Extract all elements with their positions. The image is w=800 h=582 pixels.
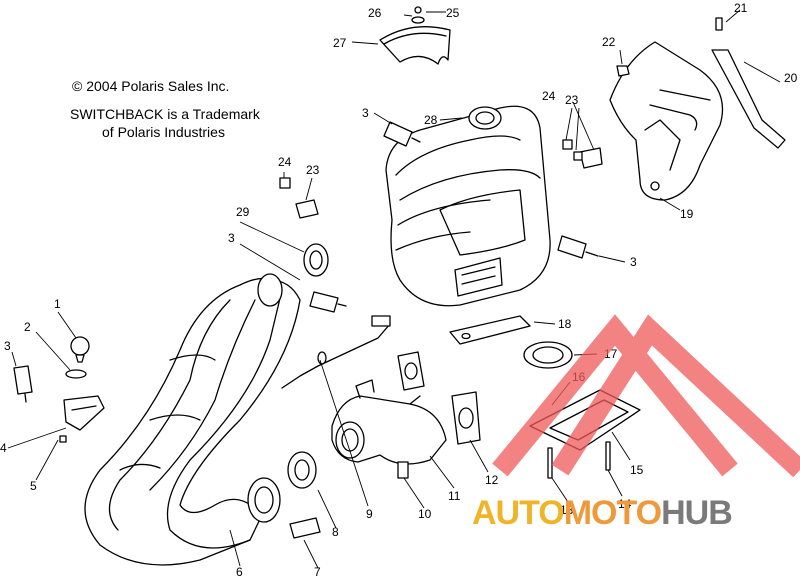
seal-ring-part-8 [287,451,317,489]
callout-2: 2 [24,320,31,334]
watermark-hub: HUB [661,494,733,532]
stud-part-10 [397,461,409,479]
callout-5: 5 [30,479,37,493]
callout-28: 28 [424,113,438,127]
gasket-part-18 [449,315,531,345]
callout-8: 8 [332,525,339,539]
screw-part-25 [411,6,425,24]
bolt-part-14 [605,441,611,471]
callout-26: 26 [368,6,382,20]
spring-part-7 [289,517,321,539]
callout-23-right: 23 [565,93,579,107]
callout-24-right: 24 [542,89,556,103]
callout-4: 4 [0,441,7,455]
callout-10: 10 [418,507,432,521]
callout-29: 29 [236,205,250,219]
callout-18: 18 [558,317,572,331]
watermark-auto: AUTO [472,494,565,532]
callout-25: 25 [446,6,460,20]
spring-part-3-top [383,121,421,147]
callout-23-left: 23 [306,163,320,177]
spring-part-3-mid [309,291,347,313]
copyright-text: © 2004 Polaris Sales Inc. [72,78,230,94]
seal-ring-part-17 [523,341,573,369]
leader-lines [7,9,781,569]
bracket-part-19 [609,41,724,201]
grommet-part-23-right [562,139,603,169]
trademark-line-2: of Polaris Industries [102,124,225,140]
bolt-part-21 [715,17,723,31]
callout-24-left: 24 [278,155,292,169]
callout-11: 11 [448,489,461,503]
watermark-moto: MOTO [563,494,662,532]
callout-1: 1 [54,297,61,311]
bracket-part-4 [63,395,105,431]
callout-27: 27 [333,36,347,50]
strap-part-20 [711,49,786,149]
heat-shield-part-27 [379,26,451,65]
manifold-part-11 [331,379,447,465]
bolt-part-13 [547,447,553,479]
callout-14: 14 [618,497,632,511]
muffler-part-28 [385,105,551,307]
callout-21: 21 [734,1,748,15]
cap-part-1 [70,336,90,363]
spring-part-3-left [13,365,33,403]
watermark-text: AUTOMOTOHUB [472,494,733,533]
washer-part-2 [65,369,87,379]
callout-6: 6 [236,565,243,577]
exhaust-pipe-part-6 [84,273,301,566]
callout-13: 13 [560,503,574,517]
gasket-part-12-lower [451,391,481,445]
callout-3-left: 3 [4,339,11,353]
callout-9: 9 [366,507,373,521]
gasket-part-12-upper [397,351,425,391]
sensor-part-9 [281,315,391,389]
watermark-logo [492,314,800,478]
callout-19: 19 [680,207,694,221]
spring-part-3-right [557,235,599,259]
callout-3-mid: 3 [228,231,235,245]
callout-20: 20 [784,71,798,85]
callout-3-top: 3 [362,106,369,120]
trademark-line-1: SWITCHBACK is a Trademark [70,106,260,122]
grommet-part-23-left [279,177,319,219]
screw-part-5 [59,435,67,443]
callout-7: 7 [314,565,321,577]
callout-15: 15 [630,463,644,477]
callout-22: 22 [602,35,616,49]
nut-part-22 [616,65,630,77]
callout-12: 12 [485,473,499,487]
callout-3-right: 3 [630,255,637,269]
ring-part-29 [303,243,329,277]
